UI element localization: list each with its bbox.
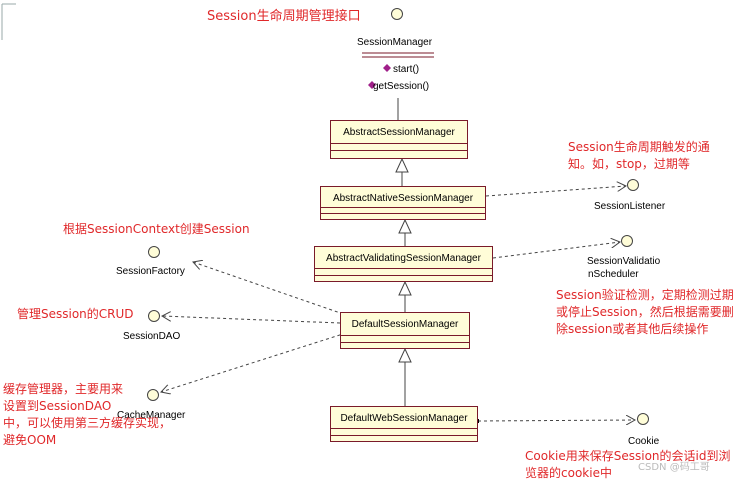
class-method-rule <box>331 435 477 436</box>
sessionlistener-label: SessionListener <box>594 201 666 212</box>
inheritance-arrowhead-default <box>398 280 412 296</box>
class-name: DefaultSessionManager <box>351 319 459 330</box>
class-attr-rule <box>341 335 469 336</box>
getsession-method-icon <box>368 81 376 89</box>
inheritance-arrowhead-native <box>395 157 409 173</box>
note-cache-manager: 缓存管理器，主要用来 设置到SessionDAO 中，可以使用第三方缓存实现， … <box>3 382 172 447</box>
cookie-label: Cookie <box>628 436 660 447</box>
inheritance-arrowhead-web <box>398 347 412 363</box>
class-name: AbstractNativeSessionManager <box>332 193 474 204</box>
dependency-cookie <box>477 420 635 421</box>
note-session-dao: 管理Session的CRUD <box>17 307 134 321</box>
csdn-watermark: CSDN @码工哥 <box>638 462 710 473</box>
class-attr-rule <box>331 143 467 144</box>
class-name: AbstractSessionManager <box>343 127 455 138</box>
sessionvalidationscheduler-interface-icon <box>621 235 633 247</box>
sessiondao-interface-icon <box>148 310 160 322</box>
dependency-sessiondao <box>162 316 341 324</box>
note-cookie: Cookie用来保存Session的会话id到浏 览器的cookie中 <box>525 449 731 480</box>
class-method-rule <box>321 213 485 214</box>
note-session-manager: Session生命周期管理接口 <box>207 9 361 24</box>
inheritance-arrowhead-validating <box>398 218 412 234</box>
class-attr-rule <box>315 268 492 269</box>
sessionfactory-interface-icon <box>148 246 160 258</box>
abstractsessionmanager-class: AbstractSessionManager <box>330 120 468 159</box>
sessionfactory-label: SessionFactory <box>116 266 185 277</box>
defaultwebsessionmanager-class: DefaultWebSessionManager <box>330 406 478 442</box>
sessionvalidationscheduler-label-line2: nScheduler <box>588 269 639 280</box>
dependency-sessionlistener <box>485 186 626 197</box>
class-name: AbstractValidatingSessionManager <box>326 253 481 264</box>
dependency-cachemanager <box>161 332 347 392</box>
start-method-label: start() <box>393 64 420 75</box>
sessiondao-label: SessionDAO <box>123 331 181 342</box>
class-attr-rule <box>331 428 477 429</box>
cachemanager-interface-icon <box>147 389 159 401</box>
cookie-interface-icon <box>637 413 649 425</box>
note-session-factory: 根据SessionContext创建Session <box>63 222 250 236</box>
class-method-rule <box>331 150 467 151</box>
abstractnativesessionmanager-class: AbstractNativeSessionManager <box>320 186 486 220</box>
getsession-method-label: getSession() <box>373 81 430 92</box>
note-session-listener: Session生命周期触发的通 知。如，stop，过期等 <box>568 140 710 171</box>
note-validation: Session验证检测，定期检测过期 或停止Session，然后根据需要删 除s… <box>556 288 734 336</box>
class-name: DefaultWebSessionManager <box>340 413 468 424</box>
sessionvalidationscheduler-label-line1: SessionValidatio <box>587 256 661 267</box>
sessionmanager-label: SessionManager <box>357 37 433 48</box>
sessionlistener-interface-icon <box>627 179 639 191</box>
class-method-rule <box>341 342 469 343</box>
class-method-rule <box>315 275 492 276</box>
class-attr-rule <box>321 207 485 208</box>
sessionmanager-interface-icon <box>391 8 403 20</box>
abstractvalidatingsessionmanager-class: AbstractValidatingSessionManager <box>314 246 493 282</box>
cachemanager-label: CacheManager <box>117 410 186 421</box>
defaultsessionmanager-class: DefaultSessionManager <box>340 312 470 349</box>
start-method-icon <box>383 64 391 72</box>
